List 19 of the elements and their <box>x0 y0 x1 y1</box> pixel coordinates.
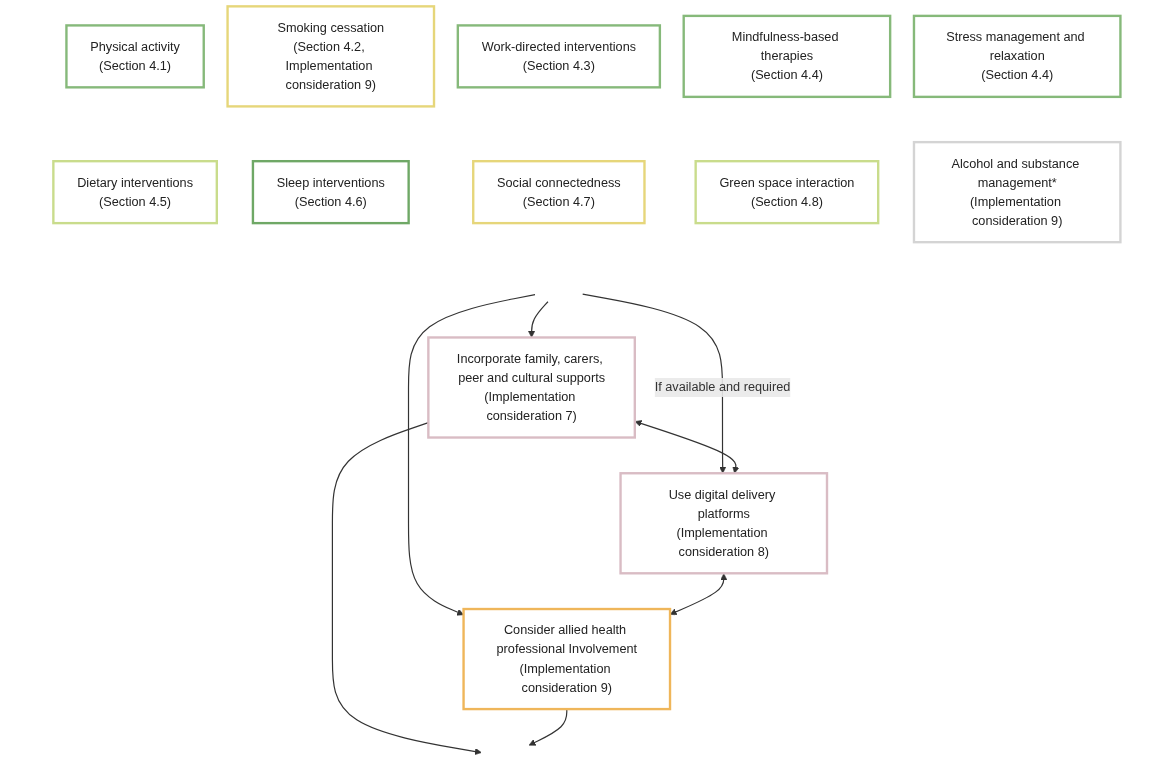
arrow <box>634 420 739 474</box>
process-box: Green space interaction (Section 4.8) <box>694 160 879 225</box>
process-box: Work-directed interventions (Section 4.3) <box>456 24 661 89</box>
process-box: Incorporate family, carers, peer and cultural supports (Implementation consideration 7) <box>426 336 636 439</box>
process-box: Sleep interventions (Section 4.6) <box>251 160 410 225</box>
arrow <box>527 301 549 338</box>
arrow <box>331 422 482 755</box>
process-box: Mindfulness-based therapies (Section 4.4) <box>682 14 891 99</box>
arrow <box>407 293 536 616</box>
process-box: Dietary interventions (Section 4.5) <box>51 160 218 225</box>
process-box: Stress management and relaxation (Section 4.4) <box>912 14 1122 99</box>
process-box: Social connectedness (Section 4.7) <box>471 160 646 225</box>
process-box: Use digital delivery platforms (Implementation consideration 8) <box>618 472 828 575</box>
process-box: Smoking cessation (Section 4.2, Implementation consideration 9) <box>226 5 435 108</box>
arrow <box>669 573 727 616</box>
process-box: Physical activity (Section 4.1) <box>64 24 205 89</box>
arrow <box>581 293 726 474</box>
process-box: Consider allied health professional Involvement (Implementation consideration 9) <box>462 607 671 711</box>
process-box: Alcohol and substance management* (Implementation consideration 9) <box>912 140 1122 244</box>
